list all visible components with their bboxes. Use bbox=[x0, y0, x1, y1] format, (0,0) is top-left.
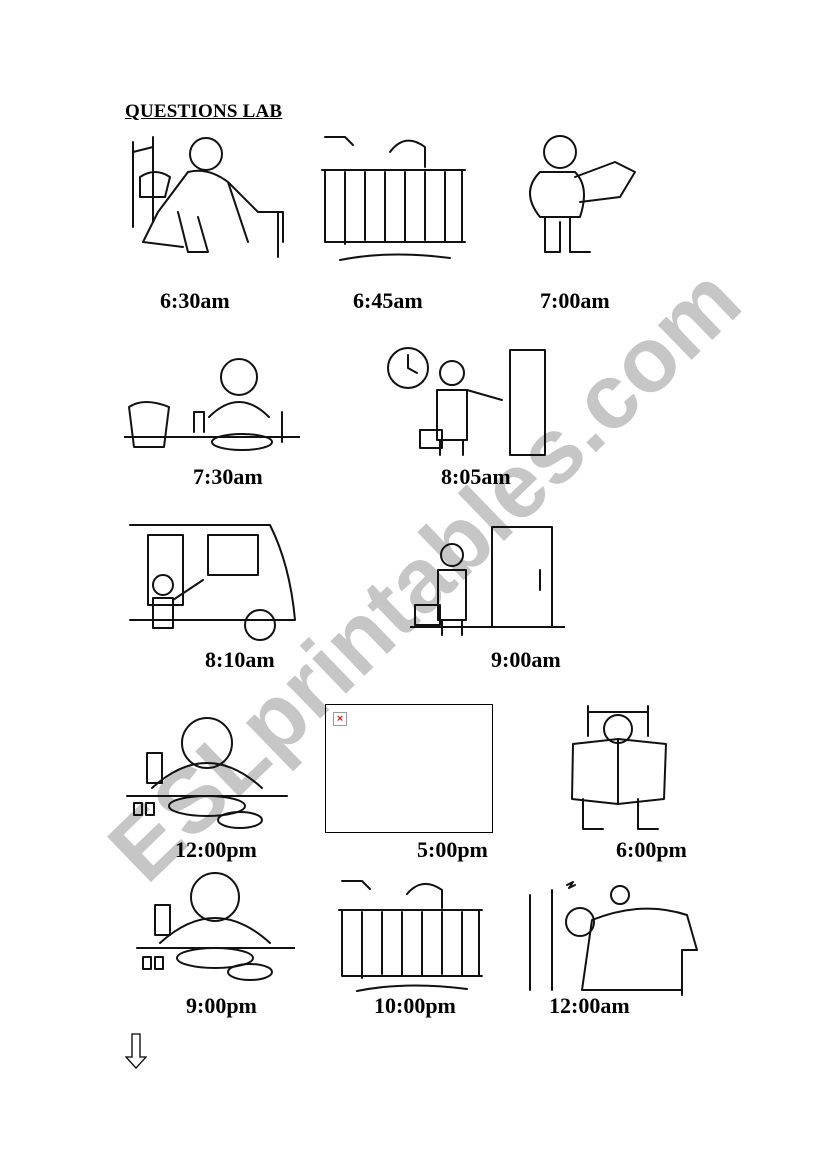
broken-image-icon: × bbox=[333, 712, 347, 726]
time-label: 12:00am bbox=[549, 993, 630, 1018]
page-title: QUESTIONS LAB bbox=[125, 101, 283, 122]
time-label: 9:00am bbox=[491, 647, 561, 672]
broken-image-placeholder: × bbox=[325, 704, 493, 833]
reading-newspaper-icon bbox=[568, 704, 673, 834]
time-label: 8:10am bbox=[205, 647, 275, 672]
time-label: 6:00pm bbox=[616, 837, 687, 862]
shower-icon bbox=[337, 876, 487, 1000]
time-label: 9:00pm bbox=[186, 993, 257, 1018]
shower-icon bbox=[320, 132, 470, 267]
bus-icon bbox=[128, 520, 298, 645]
down-arrow-icon bbox=[124, 1033, 148, 1069]
time-label: 6:45am bbox=[353, 288, 423, 313]
waking-up-in-bed-icon bbox=[128, 132, 286, 267]
time-label: 12:00pm bbox=[175, 837, 257, 862]
lunch-icon bbox=[122, 708, 290, 833]
office-door-icon bbox=[409, 525, 566, 640]
getting-dressed-icon bbox=[515, 132, 645, 260]
time-label: 10:00pm bbox=[374, 993, 456, 1018]
time-label: 6:30am bbox=[160, 288, 230, 313]
dinner-icon bbox=[135, 865, 296, 985]
sleeping-in-bed-icon bbox=[522, 880, 698, 1000]
time-label: 5:00pm bbox=[417, 837, 488, 862]
time-label: 7:30am bbox=[193, 464, 263, 489]
time-label: 7:00am bbox=[540, 288, 610, 313]
time-label: 8:05am bbox=[441, 464, 511, 489]
breakfast-icon bbox=[123, 352, 301, 460]
leaving-home-clock-door-icon bbox=[385, 345, 550, 460]
